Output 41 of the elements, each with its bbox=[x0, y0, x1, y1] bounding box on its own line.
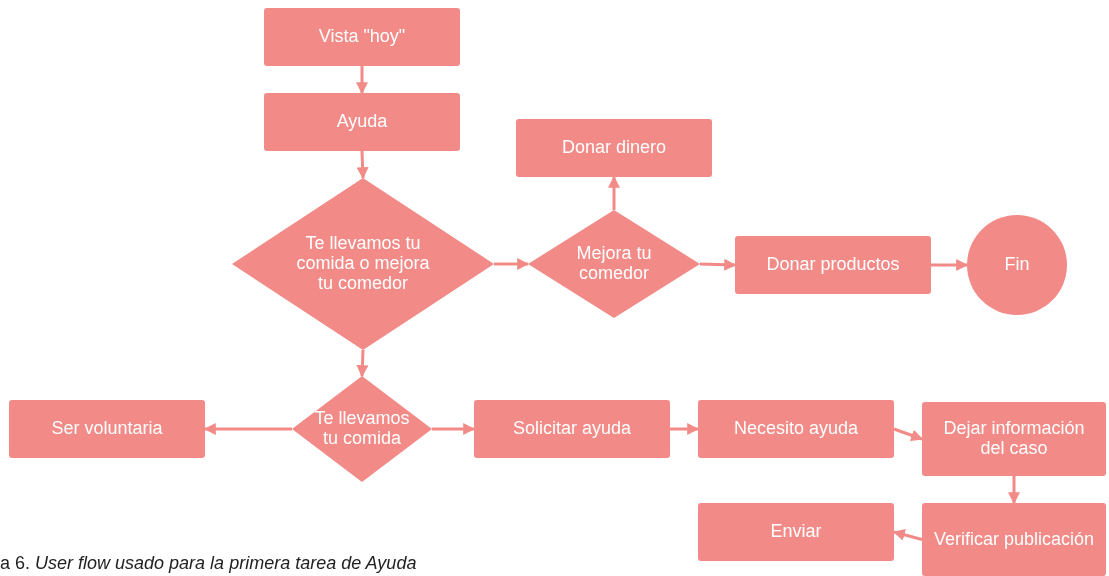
decision-diamond bbox=[232, 178, 494, 350]
arrow bbox=[356, 66, 368, 95]
decision-diamond bbox=[528, 210, 700, 318]
process-box bbox=[264, 8, 460, 66]
arrow bbox=[892, 529, 923, 541]
process-box bbox=[922, 402, 1106, 476]
node-label: Te llevamos tu comida bbox=[313, 409, 411, 449]
node-label: Te llevamos tu comida o mejora tu comedor bbox=[295, 234, 431, 294]
process-box bbox=[516, 119, 712, 177]
node-label: Solicitar ayuda bbox=[512, 419, 632, 439]
process-box bbox=[698, 400, 894, 458]
process-box bbox=[698, 503, 894, 561]
arrow bbox=[1008, 476, 1020, 505]
arrow bbox=[494, 258, 530, 270]
arrow bbox=[432, 423, 476, 435]
node-label: Ayuda bbox=[336, 112, 388, 132]
arrow bbox=[203, 423, 292, 435]
node-label: Mejora tu comedor bbox=[575, 244, 653, 284]
decision-diamond bbox=[292, 376, 432, 482]
arrow bbox=[356, 150, 369, 180]
node-label: Necesito ayuda bbox=[733, 419, 859, 439]
node-label: Donar dinero bbox=[561, 138, 667, 158]
process-box bbox=[264, 93, 460, 151]
process-box bbox=[922, 503, 1106, 576]
node-label: Donar productos bbox=[766, 255, 900, 275]
arrow bbox=[931, 259, 969, 271]
arrow bbox=[699, 258, 737, 271]
node-label: Enviar bbox=[770, 522, 822, 542]
arrow bbox=[356, 349, 369, 378]
caption: a 6. User flow usado para la primera tarea de Ayuda bbox=[0, 553, 417, 574]
node-label: Vista "hoy" bbox=[318, 27, 406, 47]
node-label: Dejar información del caso bbox=[942, 419, 1086, 459]
node-label: Verificar publicación bbox=[933, 529, 1095, 550]
arrow bbox=[893, 427, 924, 441]
arrow bbox=[608, 175, 620, 210]
process-box bbox=[735, 236, 931, 294]
process-box bbox=[9, 400, 205, 458]
node-label: Fin bbox=[1004, 255, 1030, 275]
node-label: Ser voluntaria bbox=[51, 419, 163, 439]
arrow bbox=[670, 423, 700, 435]
process-box bbox=[474, 400, 670, 458]
